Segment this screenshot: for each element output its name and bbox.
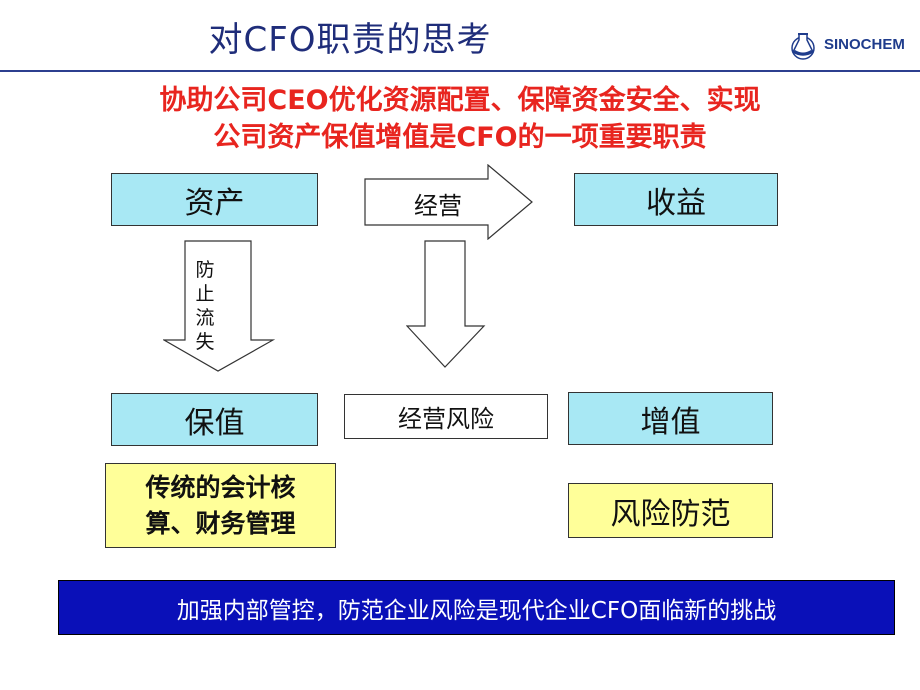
appreciation-box: 增值 bbox=[568, 392, 773, 445]
sinochem-logo bbox=[791, 33, 815, 60]
prevent-loss-char-4: 失 bbox=[195, 331, 215, 353]
revenue-box: 收益 bbox=[574, 173, 778, 226]
prevent-loss-label: 防 止 流 失 bbox=[194, 258, 216, 354]
prevent-loss-char-1: 防 bbox=[195, 259, 215, 281]
operating-risk-arrow bbox=[406, 240, 486, 368]
prevent-loss-char-2: 止 bbox=[195, 283, 215, 305]
prevent-loss-arrow bbox=[163, 240, 275, 372]
asset-box: 资产 bbox=[111, 173, 318, 226]
preserve-value-box: 保值 bbox=[111, 393, 318, 446]
key-statement-line-1: 协助公司CEO优化资源配置、保障资金安全、实现 bbox=[159, 85, 761, 116]
logo-text: SINOCHEM bbox=[824, 36, 905, 53]
key-statement: 协助公司CEO优化资源配置、保障资金安全、实现 公司资产保值增值是CFO的一项重… bbox=[0, 82, 920, 156]
header-divider bbox=[0, 70, 920, 72]
traditional-accounting-box: 传统的会计核 算、财务管理 bbox=[105, 463, 336, 548]
risk-prevention-box: 风险防范 bbox=[568, 483, 773, 538]
traditional-line-2: 算、财务管理 bbox=[145, 508, 296, 538]
challenge-banner: 加强内部管控，防范企业风险是现代企业CFO面临新的挑战 bbox=[58, 580, 895, 635]
operation-label: 经营 bbox=[414, 191, 462, 220]
prevent-loss-char-3: 流 bbox=[195, 307, 215, 329]
key-statement-line-2: 公司资产保值增值是CFO的一项重要职责 bbox=[213, 122, 707, 153]
operating-risk-box: 经营风险 bbox=[344, 394, 548, 439]
flask-icon bbox=[791, 33, 815, 60]
page-title: 对CFO职责的思考 bbox=[208, 20, 492, 60]
operation-arrow bbox=[364, 164, 533, 240]
traditional-line-1: 传统的会计核 bbox=[145, 472, 296, 502]
